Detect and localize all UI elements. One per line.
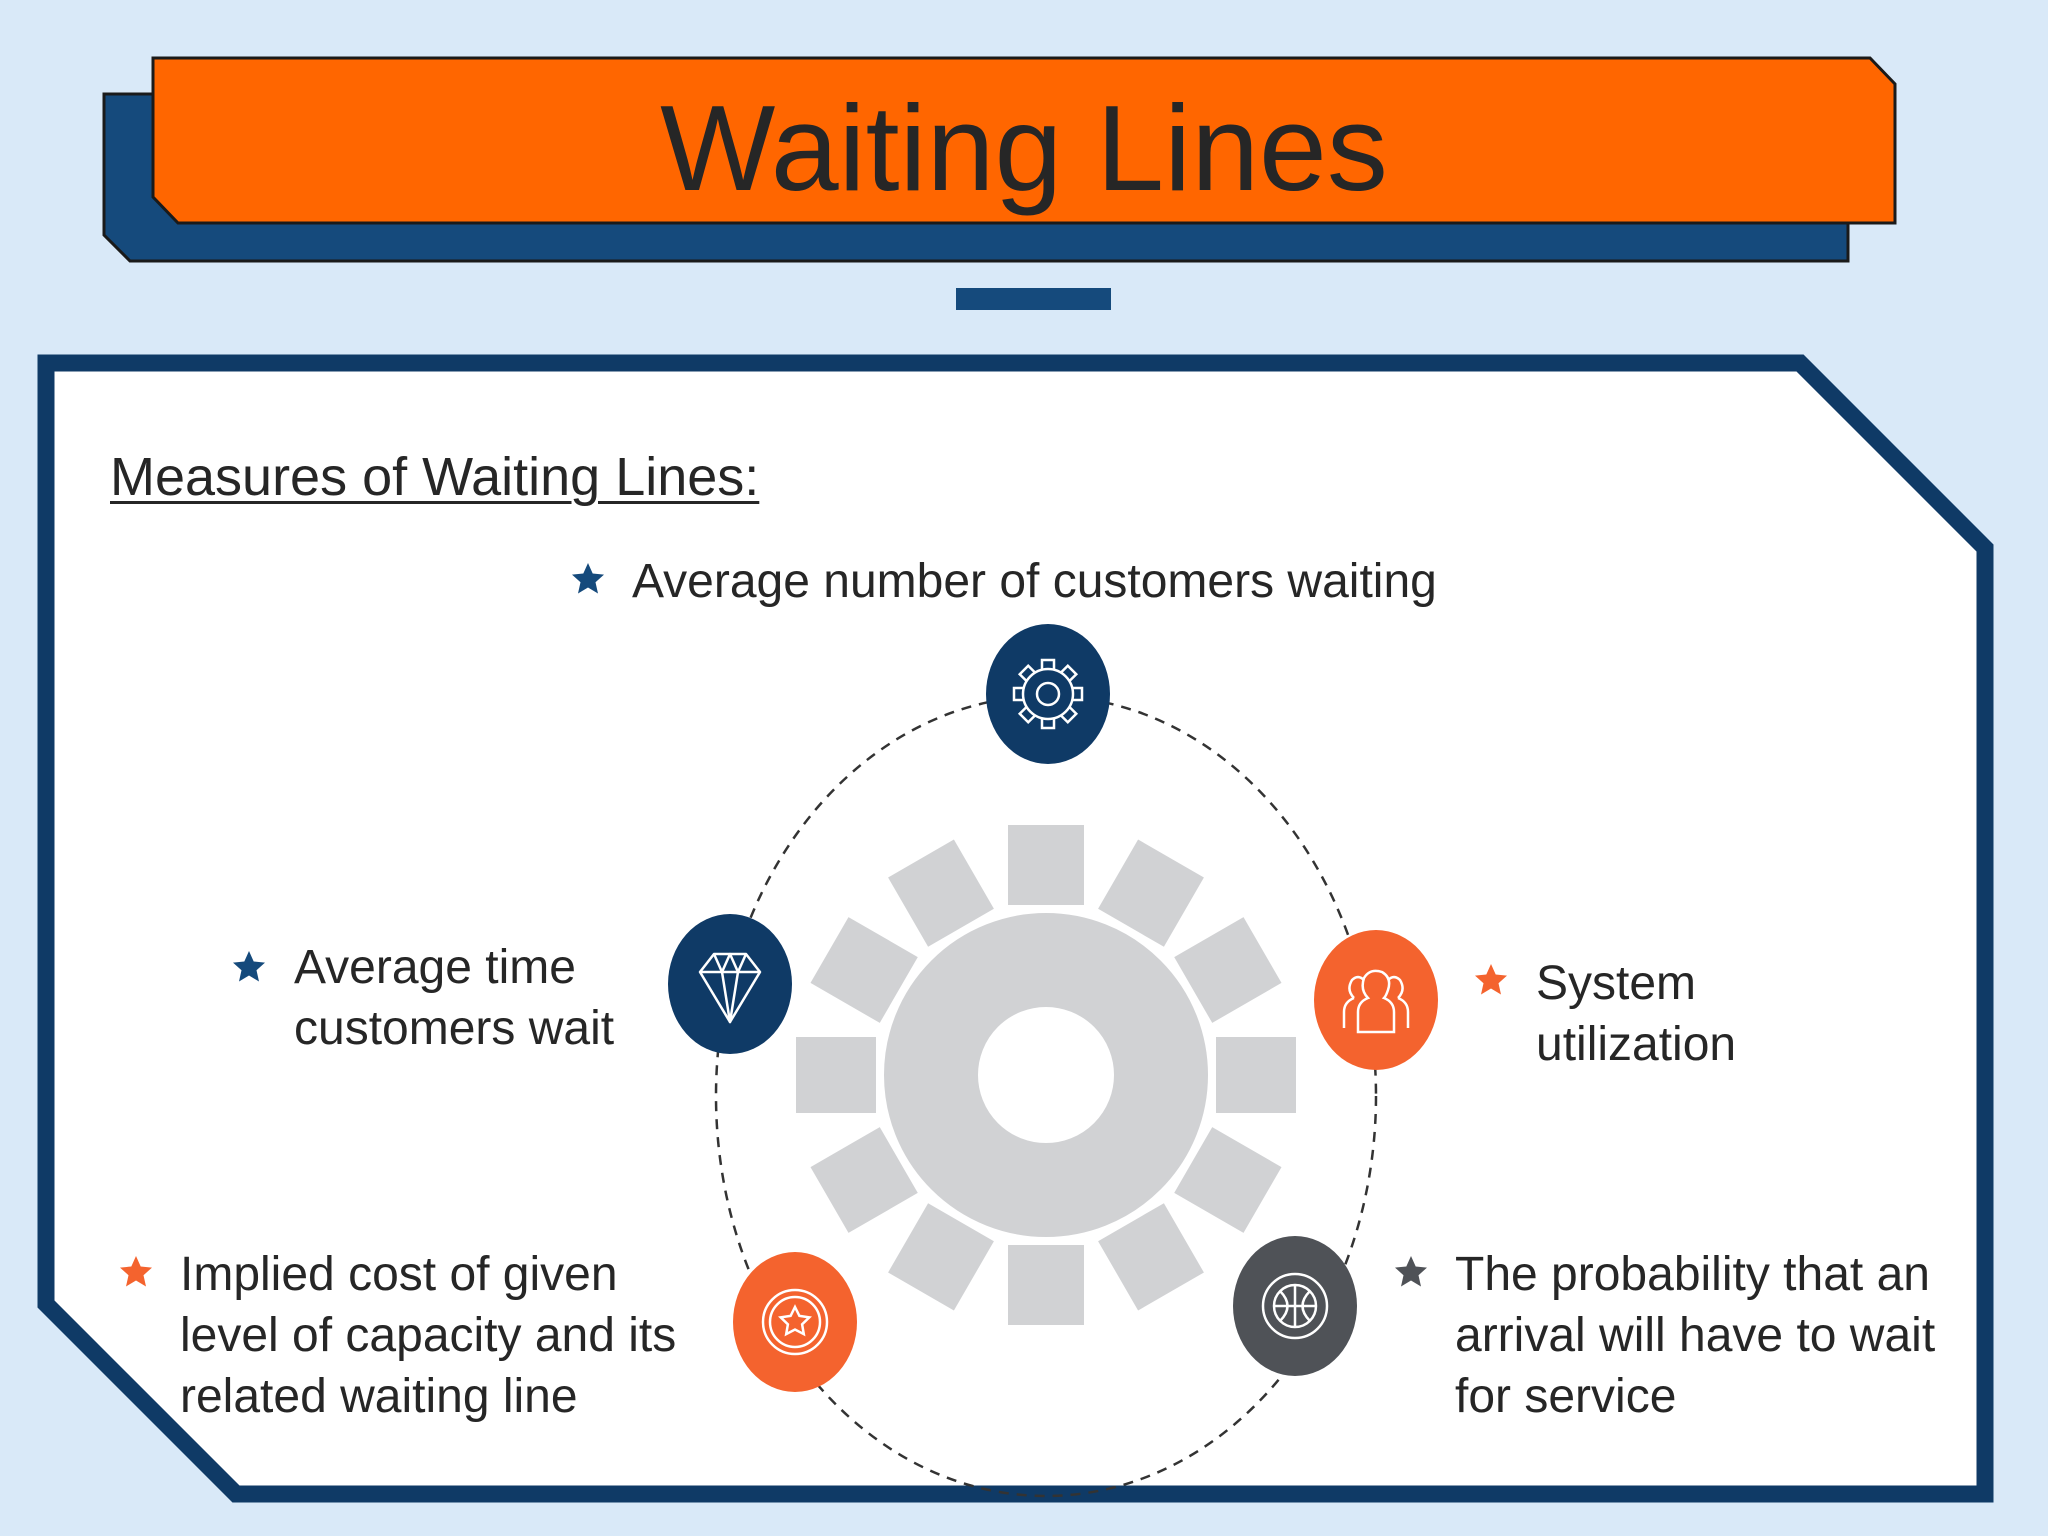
measure-arrival-probability-label: The probability that an arrival will hav… xyxy=(1455,1248,1936,1423)
people-node xyxy=(1314,930,1438,1070)
measure-implied-cost-label: Implied cost of given level of capacity … xyxy=(180,1248,677,1423)
center-gear-icon xyxy=(796,825,1296,1325)
star-badge-icon xyxy=(761,1288,829,1356)
basketball-icon xyxy=(1261,1272,1329,1340)
title-bar xyxy=(151,56,1897,225)
dashed-orbit xyxy=(714,694,1378,1498)
diamond-icon xyxy=(698,952,762,1024)
gear-node xyxy=(986,624,1110,764)
gray-star-icon xyxy=(1395,1256,1427,1287)
navy-star-icon xyxy=(572,563,604,594)
basketball-node xyxy=(1233,1236,1357,1376)
measure-average-time-label: Average time customers wait xyxy=(294,941,615,1055)
title-divider xyxy=(956,288,1111,310)
diamond-node xyxy=(668,914,792,1054)
measure-average-number-label: Average number of customers waiting xyxy=(632,555,1437,608)
section-heading: Measures of Waiting Lines: xyxy=(110,447,760,507)
orange-star-icon xyxy=(120,1256,152,1287)
people-icon xyxy=(1342,969,1410,1034)
star-badge-node xyxy=(733,1252,857,1392)
measure-system-utilization-label: System utilization xyxy=(1536,957,1737,1071)
navy-star-icon xyxy=(233,951,265,982)
gear-icon xyxy=(1012,658,1084,730)
page-title: Waiting Lines xyxy=(660,80,1388,216)
orange-star-icon xyxy=(1475,964,1507,995)
